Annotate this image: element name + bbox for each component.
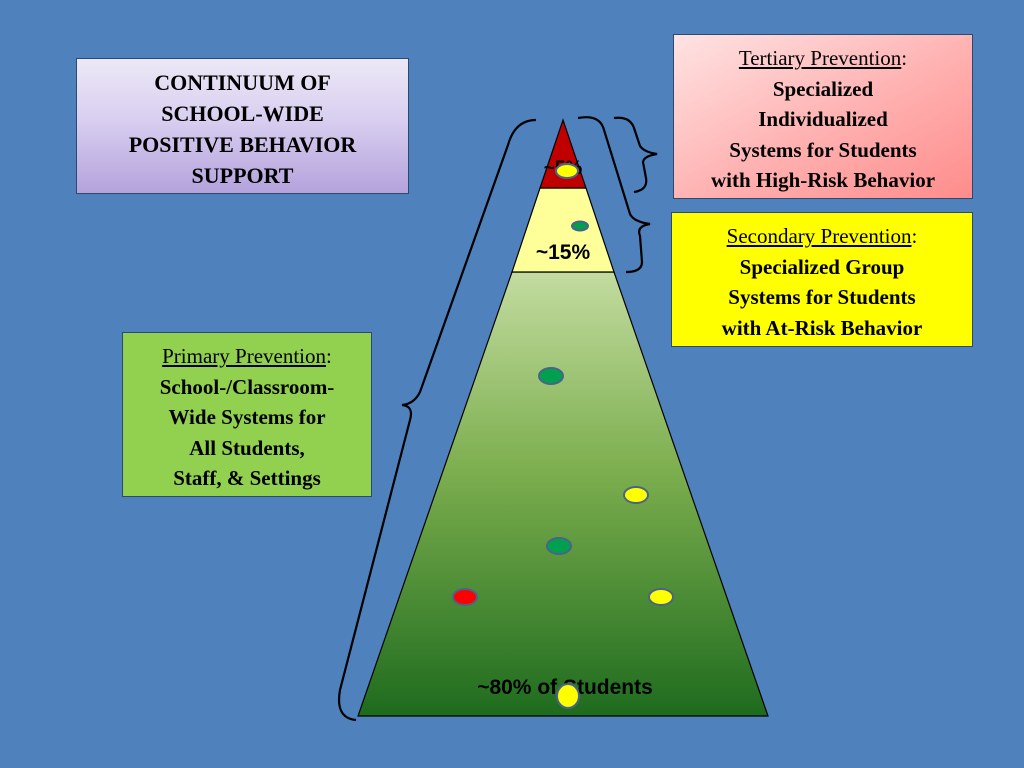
tertiary-brace [613,116,658,194]
title-line: CONTINUUM OF [154,70,331,95]
primary-colon: : [326,344,332,368]
secondary-brace [577,116,651,274]
tertiary-colon: : [901,46,908,70]
title-line: SUPPORT [191,163,294,188]
primary-prevention-box: Primary Prevention: School-/Classroom- W… [122,332,372,497]
student-dot-green [538,367,564,385]
tier-label-middle: ~15% [535,241,591,264]
title-line: SCHOOL-WIDE [161,101,324,126]
secondary-colon: : [911,224,918,248]
secondary-line: Specialized Group [739,254,905,279]
primary-brace [338,118,537,722]
tertiary-line: Systems for Students [729,137,917,162]
primary-line: Wide Systems for [168,405,326,429]
secondary-prevention-box: Secondary Prevention: Specialized Group … [671,212,973,347]
tertiary-prevention-box: Tertiary Prevention: Specialized Individ… [673,34,973,199]
secondary-line: with At-Risk Behavior [721,315,923,340]
student-dot-yellow [623,486,649,504]
student-dot-red [452,588,478,606]
primary-line: All Students, [189,435,305,460]
student-dot-green [571,220,589,232]
tertiary-heading: Tertiary Prevention [738,46,902,70]
diagram-title-box: CONTINUUM OF SCHOOL-WIDE POSITIVE BEHAVI… [76,58,409,194]
tier-label-bottom: ~80% of Students [477,676,653,699]
tier-label-top: ~5% [543,158,583,179]
secondary-heading: Secondary Prevention [726,224,912,248]
primary-line: Staff, & Settings [173,466,321,490]
student-dot-yellow [648,588,674,606]
primary-heading-line: Primary Prevention: [123,341,371,372]
secondary-line: Systems for Students [728,285,916,309]
tertiary-line: Specialized [772,76,874,101]
primary-line: School-/Classroom- [159,374,335,399]
tertiary-heading-line: Tertiary Prevention: [674,43,972,74]
secondary-heading-line: Secondary Prevention: [672,221,972,252]
title-line: POSITIVE BEHAVIOR [128,132,357,157]
primary-heading: Primary Prevention [162,344,327,368]
tertiary-line: Individualized [758,107,888,131]
tertiary-line: with High-Risk Behavior [710,168,936,192]
student-dot-green [546,537,572,555]
pyramid-tier-bottom [357,271,769,717]
